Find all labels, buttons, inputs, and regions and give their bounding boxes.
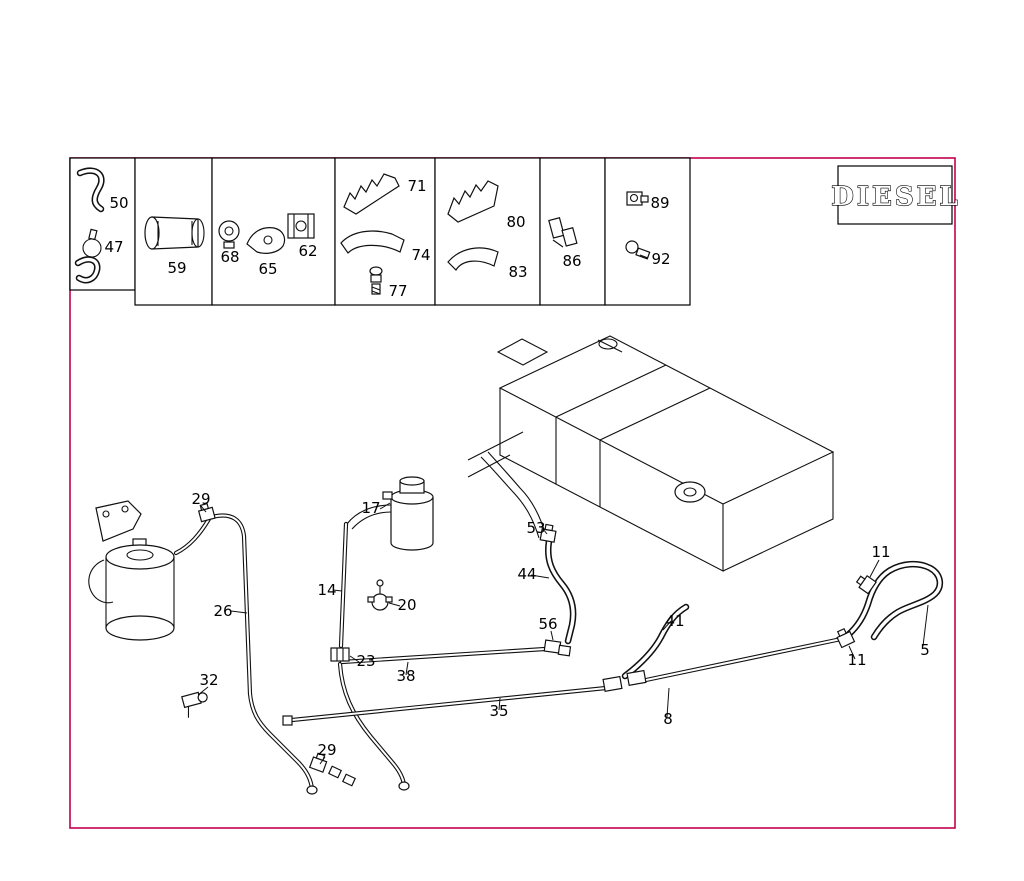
callout-8: 8 <box>663 710 673 728</box>
legend-label-62: 62 <box>298 242 317 260</box>
clamp-11-upper <box>855 574 877 595</box>
fuel-line-filter-outlet <box>173 516 212 556</box>
prefilter-assembly <box>88 500 175 641</box>
fuel-line-8 <box>643 635 849 683</box>
underbody-lines <box>467 338 549 539</box>
part-20-valve <box>367 579 393 611</box>
diesel-badge-box <box>837 165 953 225</box>
legend-label-86: 86 <box>562 252 581 270</box>
callout-23: 23 <box>356 652 375 670</box>
callout-11-upper: 11 <box>871 543 890 561</box>
legend-part-77-drawing <box>369 266 383 295</box>
legend-part-59-drawing <box>144 216 205 250</box>
legend-label-89: 89 <box>650 194 669 212</box>
main-illustration: 29 17 53 11 44 14 20 26 56 41 5 11 23 38… <box>88 335 944 795</box>
legend-label-83: 83 <box>508 263 527 281</box>
fuel-line-35 <box>289 685 609 723</box>
line-union-fitting <box>602 669 647 692</box>
legend-part-74-drawing <box>340 230 405 254</box>
diesel-badge-label: DIESEL <box>831 182 960 212</box>
diesel-badge: DIESEL <box>831 165 960 225</box>
callout-56: 56 <box>538 615 557 633</box>
callout-5: 5 <box>920 641 930 659</box>
callout-labels: 29 17 53 11 44 14 20 26 56 41 5 11 23 38… <box>191 490 929 759</box>
fuel-line-14 <box>338 521 349 649</box>
callout-44: 44 <box>517 565 536 583</box>
callout-29-bottom: 29 <box>317 741 336 759</box>
legend-label-68: 68 <box>220 248 239 266</box>
clamp-53 <box>539 523 557 543</box>
legend-label-80: 80 <box>506 213 525 231</box>
legend-part-65-drawing <box>246 227 286 254</box>
callout-41: 41 <box>665 612 684 630</box>
part-56-fitting <box>543 639 572 657</box>
callout-14: 14 <box>317 581 336 599</box>
part-23-fitting <box>330 647 350 662</box>
legend-part-92-drawing <box>625 240 651 260</box>
legend-label-59: 59 <box>167 259 186 277</box>
callout-35: 35 <box>489 702 508 720</box>
legend-label-74: 74 <box>411 246 430 264</box>
legend-part-80-drawing <box>447 180 499 223</box>
callout-26: 26 <box>213 602 232 620</box>
legend-label-65: 65 <box>258 260 277 278</box>
fuel-line-14-lower <box>337 661 407 788</box>
fuel-line-26 <box>209 513 315 792</box>
hose-5 <box>845 560 944 641</box>
callout-17: 17 <box>361 499 380 517</box>
legend-part-83-drawing <box>447 247 499 271</box>
fuel-line-38 <box>339 646 548 665</box>
legend-strip: 50 47 59 68 65 62 71 74 77 80 83 86 89 9… <box>69 157 691 306</box>
legend-part-50-drawing <box>76 167 105 213</box>
legend-label-47: 47 <box>104 238 123 256</box>
legend-label-77: 77 <box>388 282 407 300</box>
callout-53: 53 <box>526 519 545 537</box>
legend-label-50: 50 <box>109 194 128 212</box>
fuel-tank <box>498 335 835 572</box>
hose-41 <box>621 603 690 680</box>
legend-part-89-drawing <box>626 191 649 206</box>
callout-32: 32 <box>199 671 218 689</box>
legend-part-71-drawing <box>343 173 400 215</box>
clamp-11-lower <box>836 627 856 649</box>
legend-label-92: 92 <box>651 250 670 268</box>
pipe-ends <box>282 715 410 795</box>
leader-lines <box>197 502 929 765</box>
callout-29-left: 29 <box>191 490 210 508</box>
part-17-reservoir <box>346 476 434 551</box>
legend-label-71: 71 <box>407 177 426 195</box>
legend-part-86-drawing <box>548 217 578 248</box>
callout-11-lower: 11 <box>847 651 866 669</box>
legend-box-5 <box>434 157 541 306</box>
legend-part-62-drawing <box>287 213 315 239</box>
legend-box-7 <box>604 157 691 306</box>
legend-part-68-drawing <box>218 220 240 249</box>
callout-38: 38 <box>396 667 415 685</box>
hose-44 <box>545 537 577 645</box>
callout-20: 20 <box>397 596 416 614</box>
legend-part-47-drawing <box>74 228 102 284</box>
clamp-29-left <box>197 502 216 523</box>
part-32-connector <box>181 691 208 718</box>
